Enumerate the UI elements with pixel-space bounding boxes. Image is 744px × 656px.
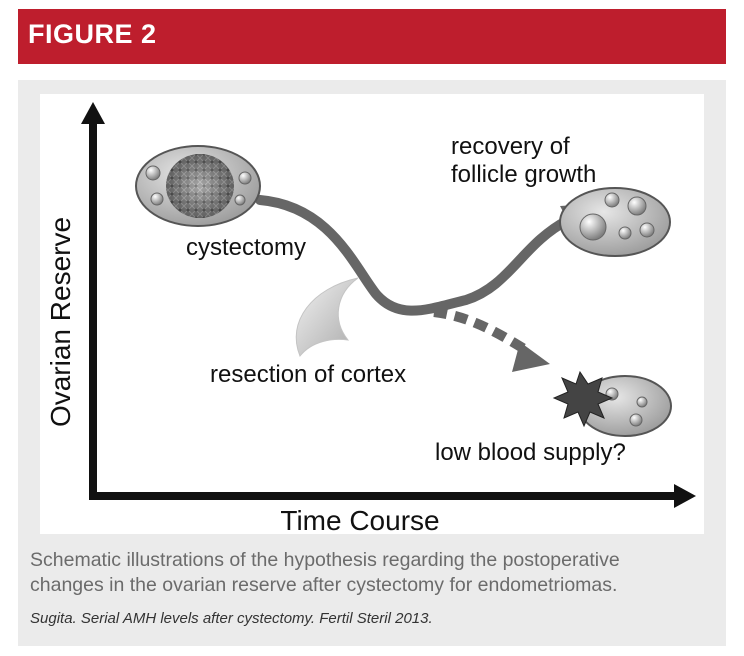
recovered-ovary <box>559 187 671 257</box>
figure-header: FIGURE 2 <box>18 9 726 64</box>
label-low-blood-supply: low blood supply? <box>435 439 626 466</box>
label-recovery-line2: follicle growth <box>451 161 596 188</box>
ovary-with-cyst <box>135 145 261 227</box>
figure-citation: Sugita. Serial AMH levels after cystecto… <box>30 610 433 627</box>
decline-dashed-curve <box>433 307 529 355</box>
diagram-area: Ovarian Reserve Time Course <box>40 94 704 534</box>
figure-title: FIGURE 2 <box>28 19 157 49</box>
x-axis <box>89 484 696 508</box>
label-cystectomy: cystectomy <box>186 234 306 261</box>
label-resection: resection of cortex <box>210 361 406 388</box>
y-axis <box>81 102 105 496</box>
caption-line-2: changes in the ovarian reserve after cys… <box>30 574 618 596</box>
x-axis-label: Time Course <box>280 505 439 534</box>
caption-line-1: Schematic illustrations of the hypothesi… <box>30 549 620 571</box>
diagram-svg: Ovarian Reserve Time Course <box>45 102 696 534</box>
resected-cortex-shape <box>295 277 359 357</box>
figure-panel: Ovarian Reserve Time Course <box>18 80 726 646</box>
label-recovery-line1: recovery of <box>451 133 570 160</box>
damaged-ovary <box>552 370 672 437</box>
y-axis-label: Ovarian Reserve <box>45 217 76 427</box>
reserve-curve <box>255 195 573 316</box>
decline-arrow-head <box>512 342 550 372</box>
figure-caption: Schematic illustrations of the hypothesi… <box>30 548 720 598</box>
burst-icon <box>552 370 614 428</box>
